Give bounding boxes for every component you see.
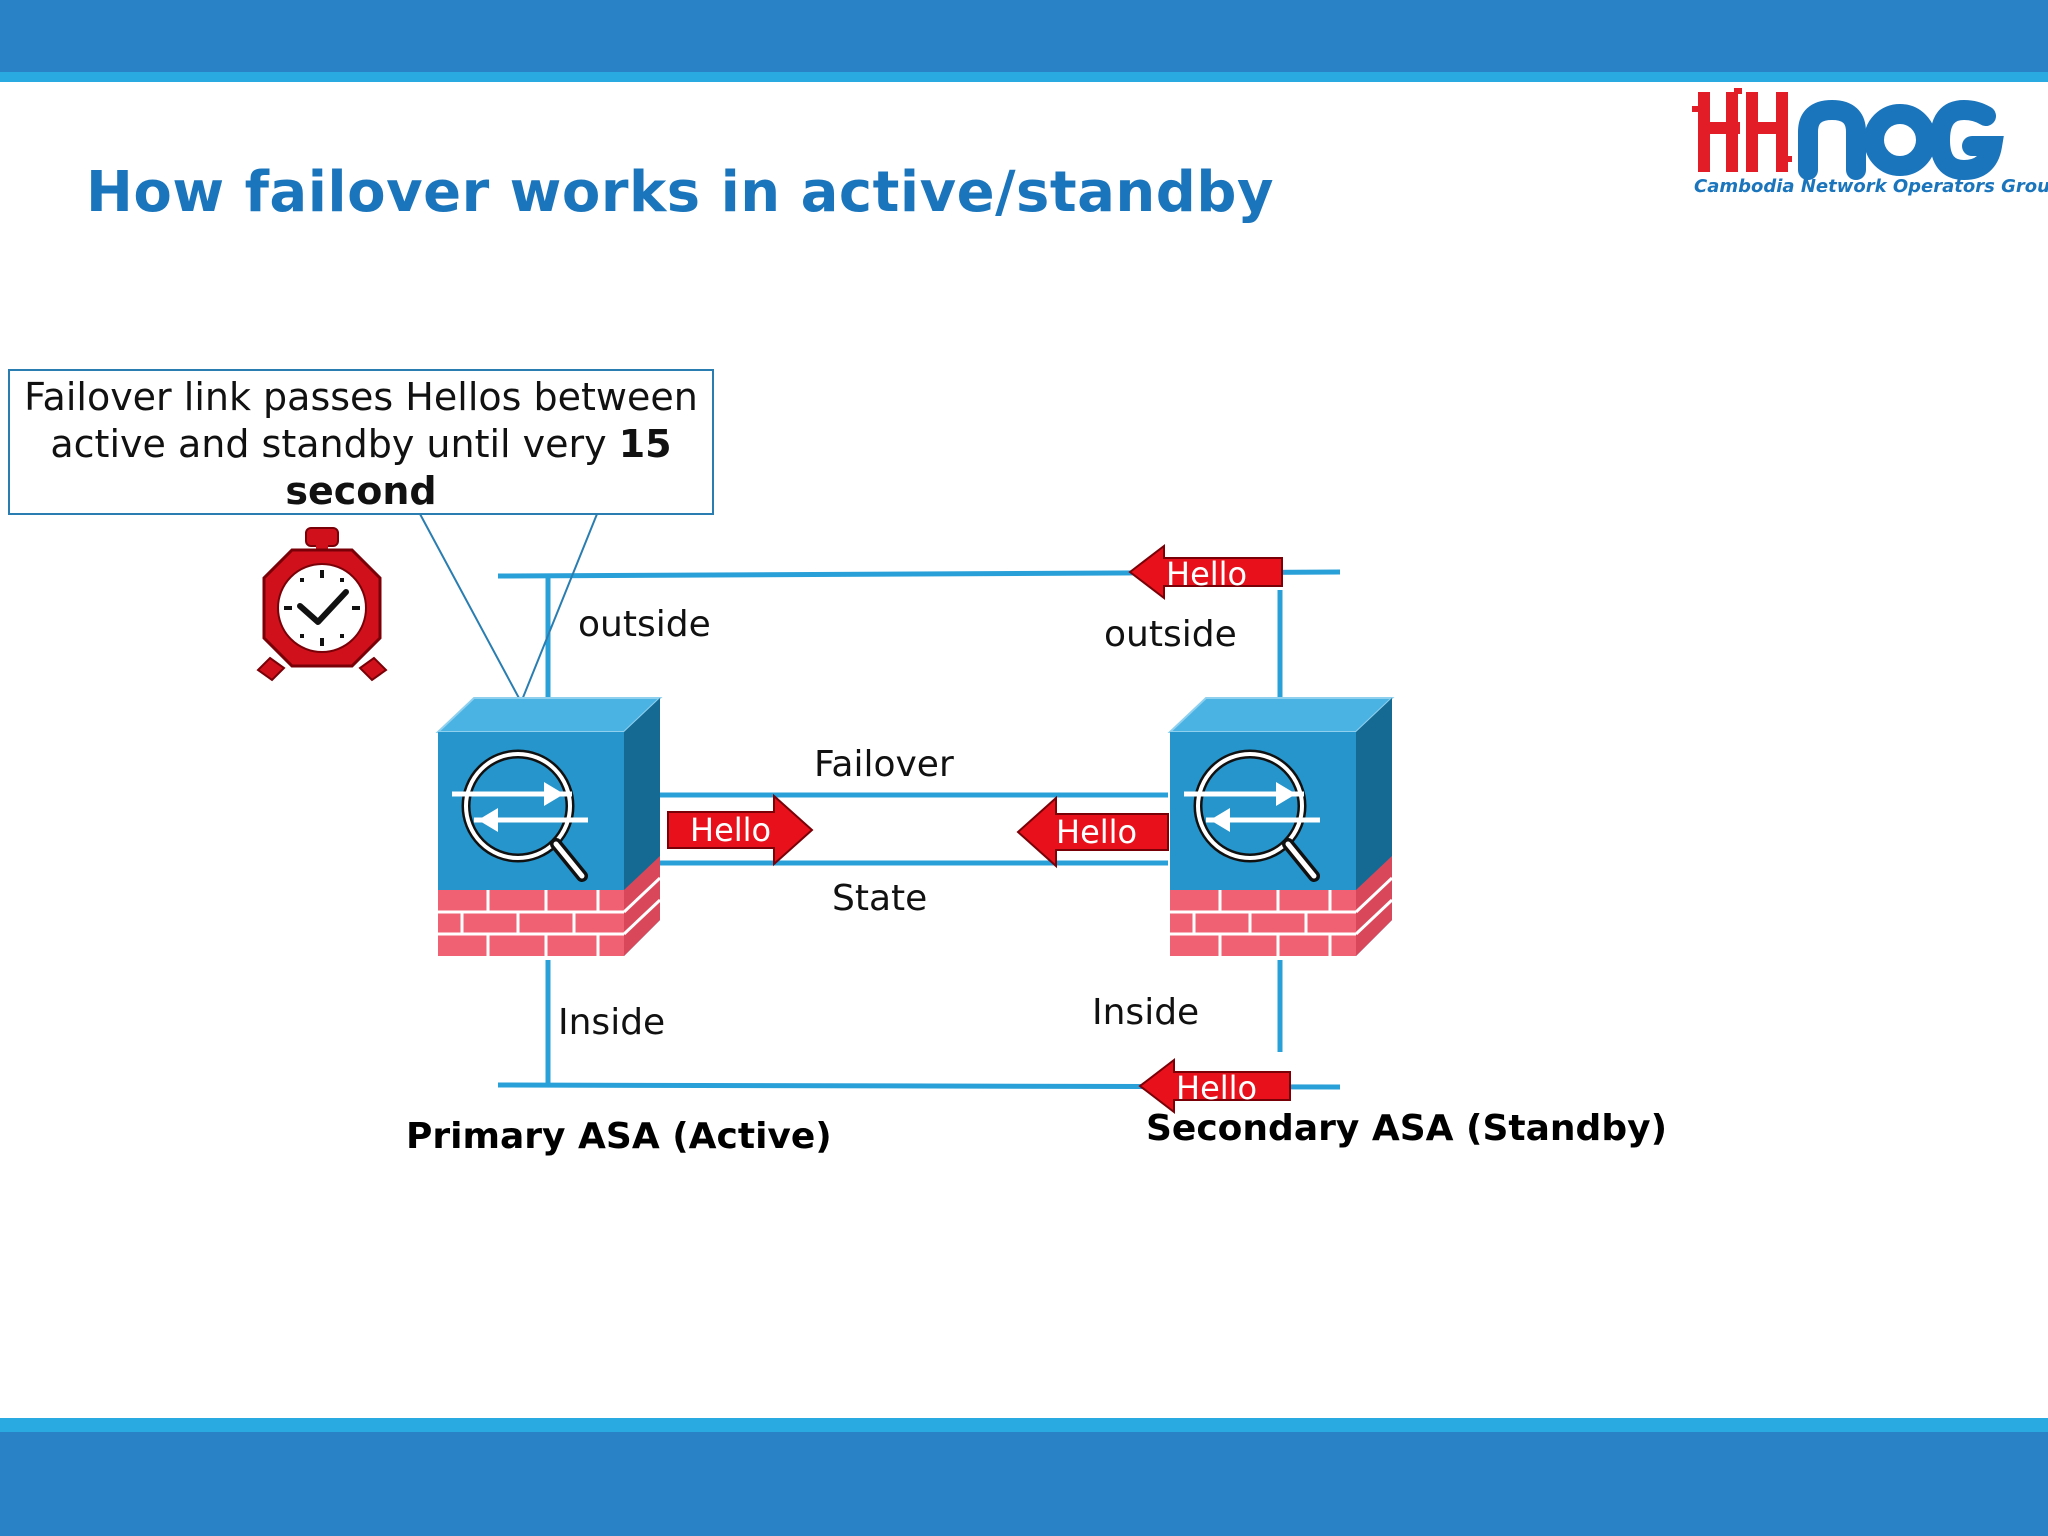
hello-arrow-inside: Hello bbox=[1138, 1057, 1291, 1115]
secondary-firewall-icon bbox=[1167, 697, 1395, 956]
outside-label-secondary: outside bbox=[1104, 614, 1237, 655]
arrow-left-icon bbox=[1016, 795, 1169, 869]
svg-text:Hello: Hello bbox=[1166, 555, 1247, 593]
outside-label-primary: outside bbox=[578, 604, 711, 645]
callout-text: Failover link passes Hellos between acti… bbox=[24, 375, 698, 466]
svg-text:Hello: Hello bbox=[1056, 813, 1137, 851]
arrow-right-icon bbox=[667, 793, 814, 867]
secondary-asa-caption: Secondary ASA (Standby) bbox=[1146, 1108, 1668, 1149]
inside-label-secondary: Inside bbox=[1092, 992, 1200, 1033]
callout-pointer-left bbox=[419, 513, 521, 701]
footer-accent-line bbox=[0, 1418, 2048, 1432]
inside-label-primary: Inside bbox=[558, 1002, 666, 1043]
logo-subtitle: Cambodia Network Operators Group bbox=[1694, 176, 2048, 197]
hello-arrow-failover-left: Hello bbox=[1016, 795, 1169, 869]
slide-title: How failover works in active/standby bbox=[86, 160, 1274, 225]
failover-link-label: Failover bbox=[814, 744, 954, 785]
khnog-logo bbox=[1692, 88, 2004, 181]
hello-arrow-failover-right: Hello bbox=[667, 793, 814, 867]
svg-text:Hello: Hello bbox=[1176, 1069, 1257, 1107]
primary-asa-caption: Primary ASA (Active) bbox=[406, 1116, 832, 1157]
header-accent-line bbox=[0, 72, 2048, 82]
callout-pointer-right bbox=[521, 513, 598, 701]
stopwatch-icon bbox=[256, 527, 388, 682]
callout-unit: second bbox=[285, 469, 437, 513]
arrow-left-icon bbox=[1138, 1057, 1291, 1115]
callout-number: 15 bbox=[618, 422, 672, 466]
header-band bbox=[0, 0, 2048, 72]
hello-arrow-outside: Hello bbox=[1128, 543, 1283, 601]
state-link-label: State bbox=[832, 878, 928, 919]
arrow-left-icon bbox=[1128, 543, 1283, 601]
failover-callout: Failover link passes Hellos between acti… bbox=[8, 369, 714, 515]
primary-firewall-icon bbox=[435, 697, 663, 956]
footer-band bbox=[0, 1432, 2048, 1536]
svg-text:Hello: Hello bbox=[690, 811, 771, 849]
